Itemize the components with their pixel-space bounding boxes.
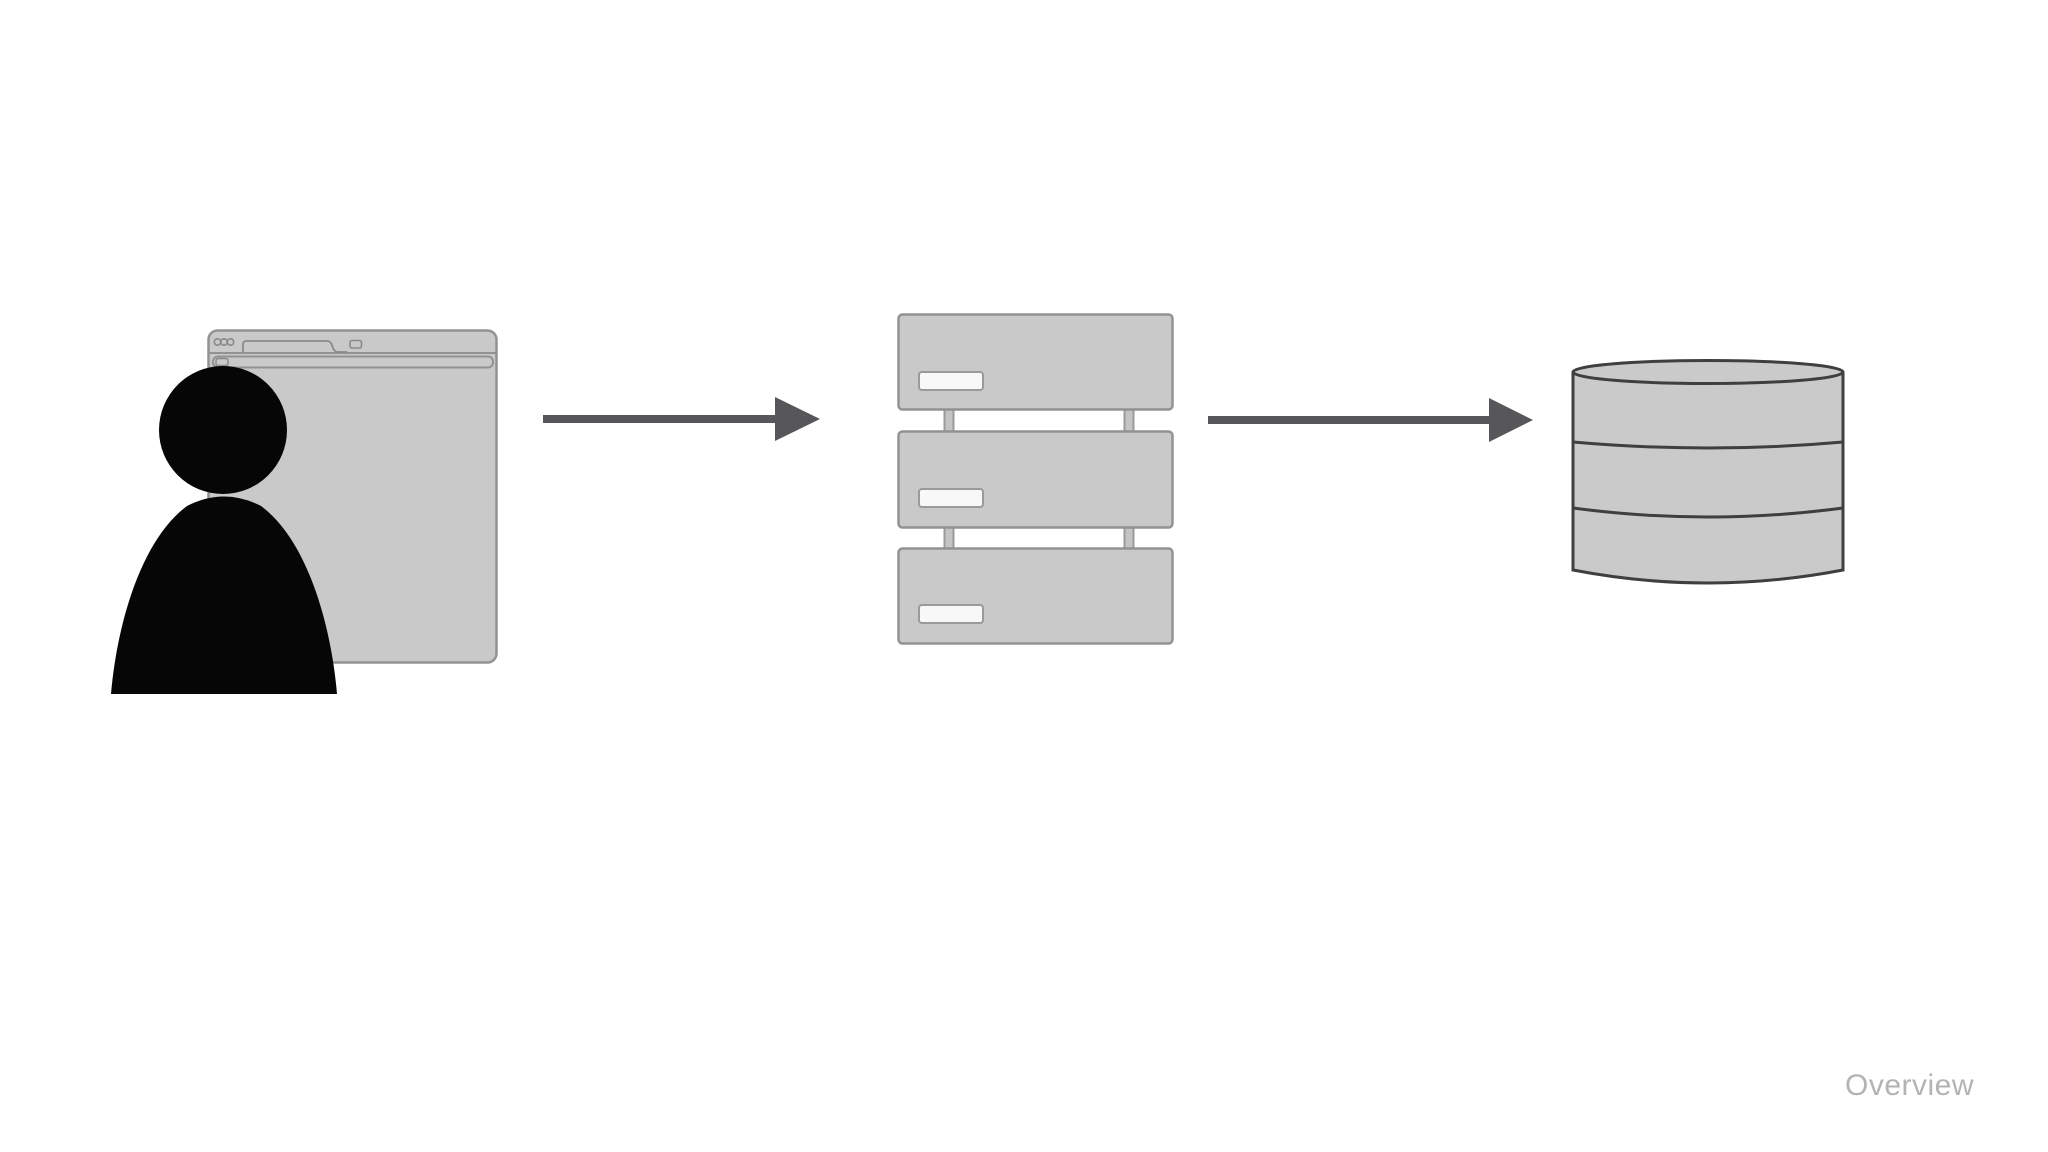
- address-bar-favicon-icon: [215, 357, 229, 367]
- server-box: [897, 547, 1174, 645]
- database-disk-divider: [1572, 440, 1844, 450]
- flow-arrow-server-to-database: [1208, 398, 1533, 442]
- person-icon: [111, 366, 337, 694]
- server-slot: [918, 488, 984, 508]
- server-slot: [918, 371, 984, 391]
- server-slot: [918, 604, 984, 624]
- person-head: [159, 366, 287, 494]
- server-box: [897, 313, 1174, 411]
- flow-arrow-client-to-server: [543, 397, 820, 441]
- database-cylinder-icon: [1571, 359, 1845, 585]
- window-control-dot: [226, 337, 235, 346]
- slide-caption: Overview: [1845, 1069, 1975, 1102]
- database-body: [1571, 372, 1845, 585]
- server-stack-icon: [897, 313, 1174, 645]
- address-bar: [212, 355, 494, 369]
- browser-tab-button: [349, 339, 363, 349]
- arrow-head-icon: [1489, 398, 1533, 442]
- arrow-head-icon: [775, 397, 820, 441]
- window-controls-icon: [213, 337, 235, 346]
- window-control-dot: [220, 337, 229, 346]
- server-box: [897, 430, 1174, 529]
- database-top-ellipse: [1571, 359, 1845, 385]
- browser-tab-icon: [242, 340, 348, 353]
- user-browser-node: [111, 329, 498, 694]
- database-disk-divider: [1572, 506, 1844, 519]
- window-control-dot: [213, 337, 222, 346]
- person-body: [111, 496, 337, 694]
- server-boxes: [897, 313, 1174, 645]
- server-slots: [918, 371, 984, 624]
